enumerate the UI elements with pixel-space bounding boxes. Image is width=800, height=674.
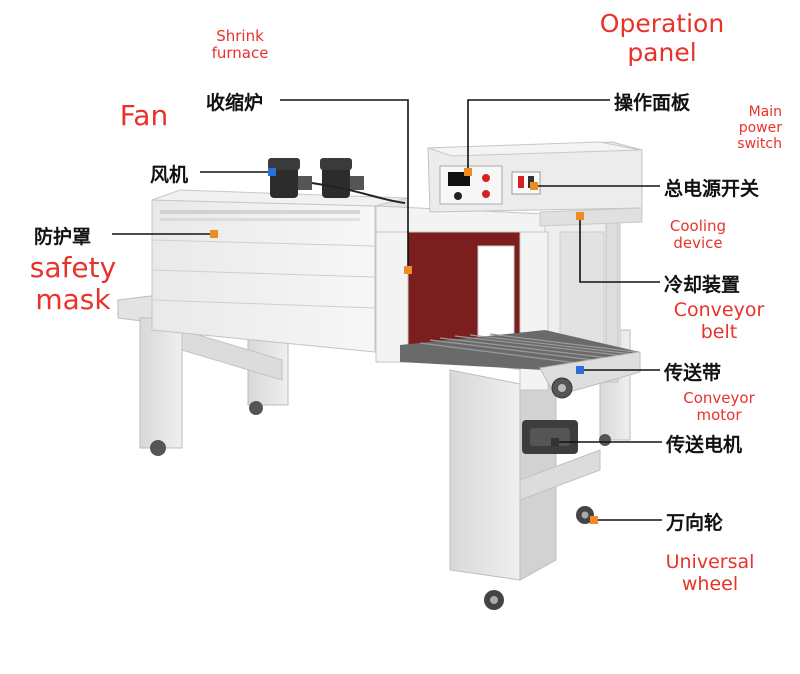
label-en-conveyor-motor: Conveyor motor xyxy=(674,389,764,425)
label-cn-cooling-device: 冷却装置 xyxy=(664,274,741,296)
marker-operation-panel xyxy=(464,168,472,176)
conveyor-motor-shape xyxy=(522,420,578,454)
label-cn-main-power-switch: 总电源开关 xyxy=(664,178,760,200)
fan-motors xyxy=(268,158,406,204)
right-leg xyxy=(449,369,601,581)
casters xyxy=(150,401,611,610)
label-en-main-power-switch: Main power switch xyxy=(718,104,782,152)
label-en-universal-wheel: Universal wheel xyxy=(652,551,768,596)
marker-shrink-furnace xyxy=(404,266,412,274)
marker-conveyor-motor xyxy=(551,438,559,446)
label-en-conveyor-belt: Conveyor belt xyxy=(664,299,774,344)
conveyor-belt xyxy=(400,330,641,399)
label-en-operation-panel-line1: Operation xyxy=(599,9,725,38)
marker-conveyor-belt xyxy=(576,366,584,374)
label-en-safety-mask-line2: mask xyxy=(35,283,111,317)
label-cn-universal-wheel: 万向轮 xyxy=(666,512,724,534)
leader-cooling-device xyxy=(579,216,660,283)
label-cn-shrink-furnace: 收缩炉 xyxy=(206,92,264,114)
label-cn-conveyor-motor: 传送电机 xyxy=(666,434,743,456)
tunnel-body xyxy=(151,189,409,353)
label-en-main-power-switch-line2: power xyxy=(738,120,782,137)
label-en-safety-mask-line1: safety xyxy=(29,251,117,284)
label-cn-fan: 风机 xyxy=(150,164,189,186)
label-en-fan: Fan xyxy=(119,99,169,132)
label-en-operation-panel: Operation panel xyxy=(592,9,732,68)
markers xyxy=(210,168,598,524)
label-cn-conveyor-belt: 传送带 xyxy=(664,362,722,384)
marker-cooling-device xyxy=(576,212,584,220)
label-cn-operation-panel: 操作面板 xyxy=(614,92,691,114)
label-en-cooling-device: Cooling device xyxy=(660,217,736,253)
label-en-conveyor-belt-line1: Conveyor xyxy=(673,299,765,321)
label-en-operation-panel-line2: panel xyxy=(627,37,697,67)
label-en-safety-mask: safety mask xyxy=(18,251,128,317)
label-en-shrink-furnace: Shrink furnace xyxy=(204,27,276,63)
leader-operation-panel xyxy=(467,99,610,172)
marker-universal-wheel xyxy=(590,516,598,524)
label-en-main-power-switch-line1: Main xyxy=(748,104,782,120)
marker-main-switch xyxy=(530,182,538,190)
label-en-cooling-device-line1: Cooling xyxy=(669,217,727,235)
leader-shrink-furnace xyxy=(280,99,409,270)
label-en-universal-wheel-line2: wheel xyxy=(681,572,739,595)
marker-safety-mask xyxy=(210,230,218,238)
label-en-shrink-furnace-line1: Shrink xyxy=(216,27,264,45)
label-en-cooling-device-line2: device xyxy=(673,234,723,253)
label-en-conveyor-belt-line2: belt xyxy=(700,320,738,343)
label-en-main-power-switch-line3: switch xyxy=(737,136,782,153)
marker-fan xyxy=(268,168,276,176)
label-en-conveyor-motor-line2: motor xyxy=(696,406,742,425)
label-en-conveyor-motor-line1: Conveyor xyxy=(683,389,755,407)
leader-lines xyxy=(112,99,662,521)
label-cn-safety-mask: 防护罩 xyxy=(34,226,92,248)
label-en-shrink-furnace-line2: furnace xyxy=(211,44,269,63)
label-en-universal-wheel-line1: Universal xyxy=(665,551,755,573)
operation-panel-box xyxy=(427,141,643,227)
